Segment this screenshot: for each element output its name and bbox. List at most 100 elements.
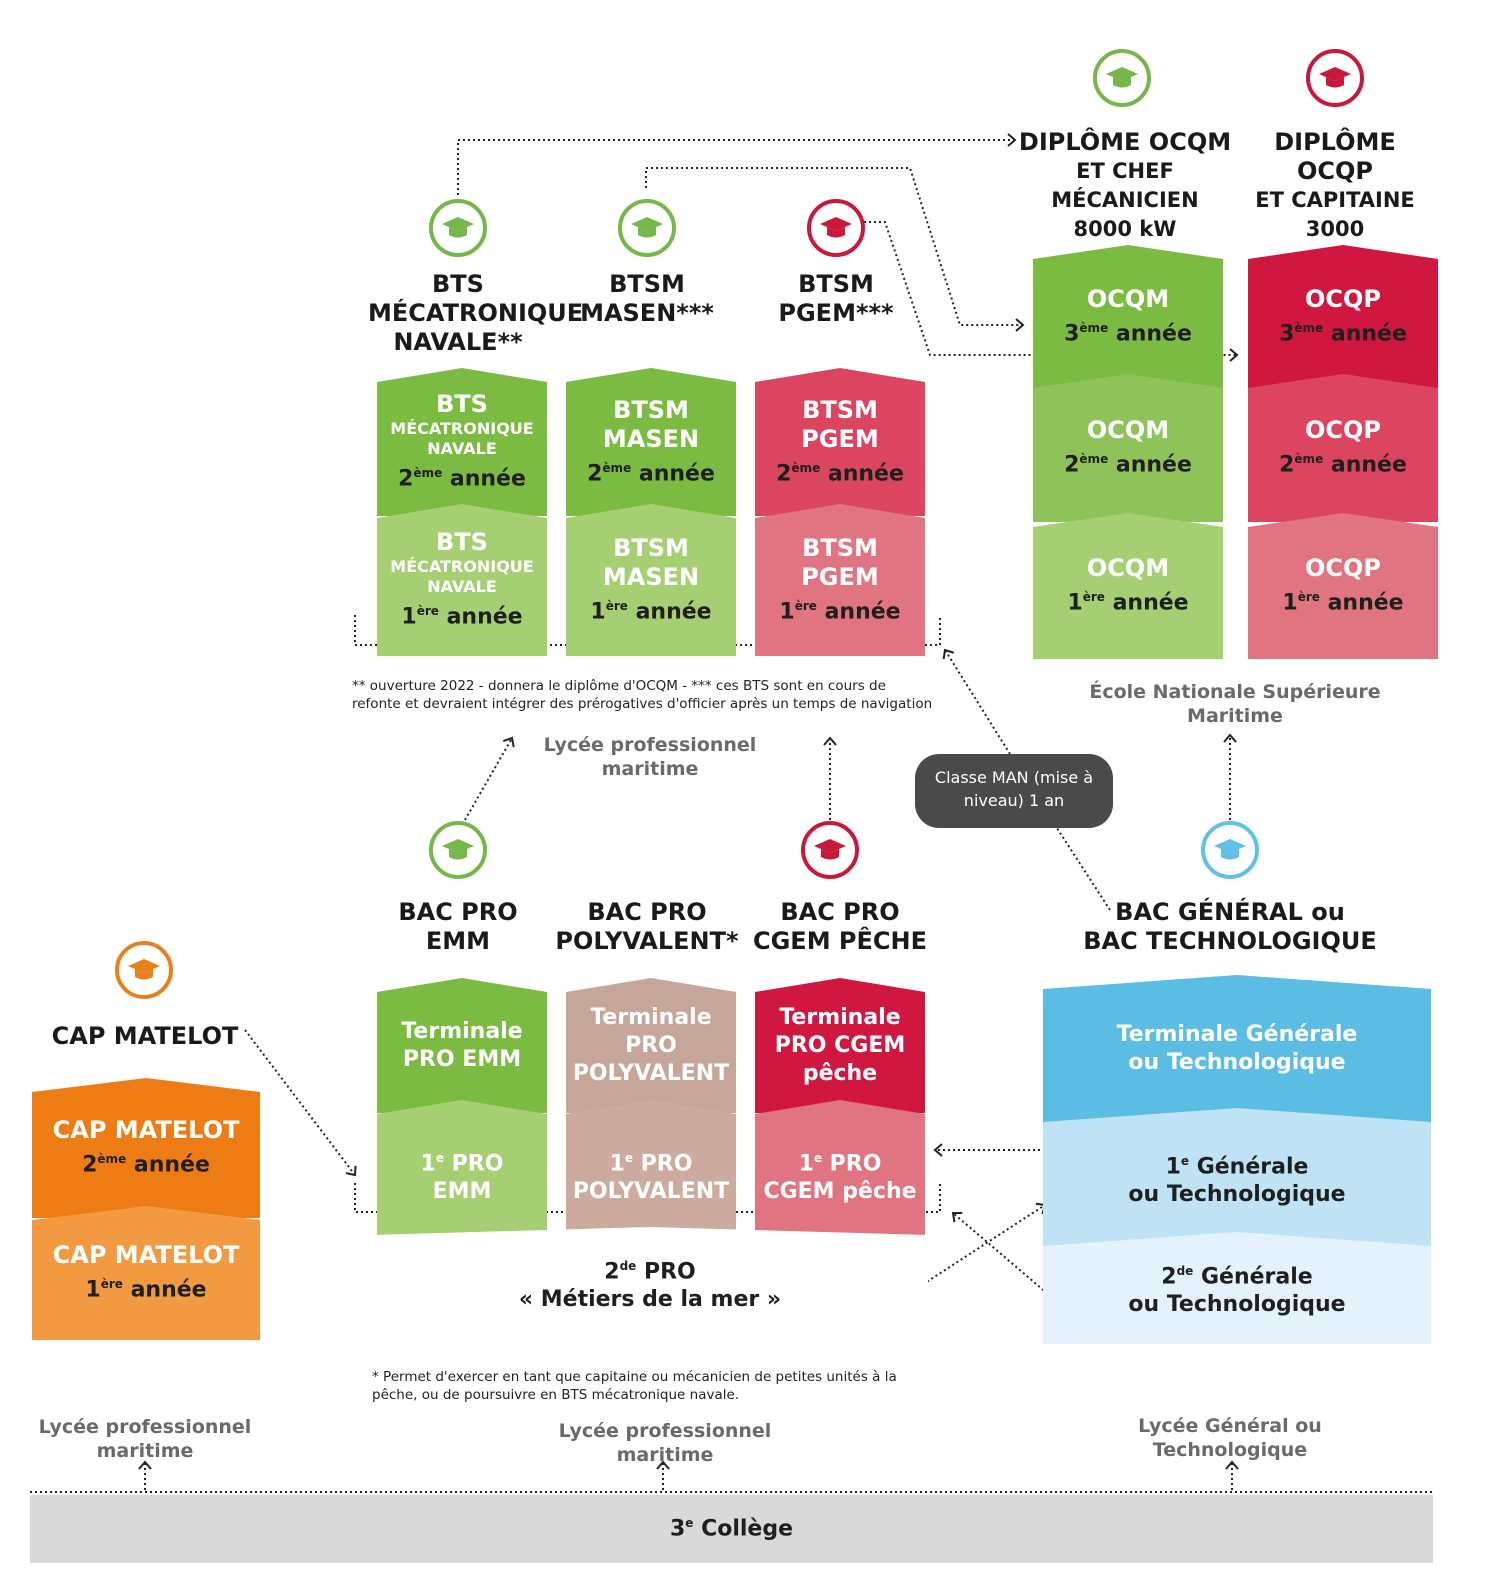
terminale-pro-emm: Terminale PRO EMM (377, 978, 547, 1113)
classe-man-line1: Classe MAN (mise à (934, 768, 1094, 787)
year-word: année (1112, 590, 1189, 616)
year-number: 2 (82, 1152, 98, 1178)
diploma-ocqm-sub2: 8000 kW (1073, 217, 1177, 241)
block-label: Terminale (401, 1018, 523, 1044)
block-label: Générale (1193, 1264, 1313, 1290)
year-number: 1 (590, 599, 606, 625)
diploma-ocqp-sub1: ET CAPITAINE (1255, 188, 1415, 212)
seconde-pro-metiers-mer: 2de PRO « Métiers de la mer » (372, 1227, 928, 1329)
college-number: 3 (669, 1516, 686, 1542)
ocqm-year2: OCQM 2ème année (1033, 374, 1223, 522)
year-word: année (1330, 452, 1407, 478)
year-suffix: ère (100, 1277, 123, 1292)
year-suffix: ème (1079, 452, 1109, 467)
block-label: BTSM (613, 533, 689, 562)
block-label: OCQP (1304, 416, 1381, 445)
diploma-ocqm-title: DIPLÔME OCQM ET CHEF MÉCANICIEN 8000 kW (1005, 128, 1245, 244)
bac-pro-cgem-title: BAC PRO CGEM PÊCHE (740, 898, 940, 956)
block-label: pêche (802, 1060, 878, 1086)
btsm-masen-title-line1: BTSM (609, 270, 685, 298)
block-label: MASEN (602, 562, 700, 591)
cap-matelot-year1: CAP MATELOT 1ère année (32, 1206, 260, 1340)
year-suffix: e (624, 1150, 633, 1165)
bac-pro-footnote-line2: pêche, ou de poursuivre en BTS mécatroni… (372, 1387, 740, 1403)
year-number: 3 (1279, 321, 1295, 347)
diploma-ocqp-name: DIPLÔME OCQP (1274, 128, 1396, 185)
ocqp-year2: OCQP 2ème année (1248, 374, 1438, 522)
btsm-masen-year1: BTSM MASEN 1ère année (566, 504, 736, 656)
year-suffix: ère (416, 604, 439, 619)
block-label: BTS (436, 390, 488, 419)
graduation-cap-icon (617, 198, 677, 258)
lycee-general-line2: Technologique (1152, 1439, 1308, 1461)
premiere-pro-polyvalent: 1e PRO POLYVALENT (566, 1100, 736, 1250)
year-suffix: ème (1294, 321, 1324, 336)
year-number: 2 (776, 461, 792, 487)
graduation-cap-icon (428, 820, 488, 880)
block-label: ou Technologique (1128, 1292, 1346, 1318)
year-number: 3 (1064, 321, 1080, 347)
block-label: PRO (444, 1151, 504, 1177)
bts-meca-title-line1: BTS (432, 270, 484, 298)
block-label: « Métiers de la mer » (518, 1287, 782, 1313)
bts-meca-title-line2: MÉCATRONIQUE (368, 299, 584, 327)
year-suffix: ème (602, 460, 632, 475)
btsm-masen-year2: BTSM MASEN 2ème année (566, 368, 736, 516)
year-word: année (130, 1277, 207, 1303)
college-suffix: e (685, 1516, 694, 1531)
college-label: 3e Collège (670, 1516, 793, 1541)
year-number: 1 (1067, 590, 1083, 616)
lycee-pro-left-label: Lycée professionnel maritime (30, 1415, 260, 1463)
graduation-cap-icon (806, 198, 866, 258)
graduation-cap-icon (1200, 820, 1260, 880)
block-label: BTSM (802, 533, 878, 562)
block-label: OCQM (1086, 554, 1170, 583)
btsm-pgem-title: BTSM PGEM*** (746, 270, 926, 328)
diploma-ocqm-sub1: ET CHEF MÉCANICIEN (1051, 159, 1199, 212)
bts-footnote: ** ouverture 2022 - donnera le diplôme d… (352, 677, 952, 713)
year-number: 1 (420, 1151, 436, 1177)
graduation-cap-icon (428, 198, 488, 258)
year-word: année (446, 604, 523, 630)
bac-pro-poly-title: BAC PRO POLYVALENT* (552, 898, 742, 956)
year-word: année (1327, 590, 1404, 616)
year-word: année (1330, 321, 1407, 347)
lycee-pro-bottom-line1: Lycée professionnel (558, 1420, 772, 1442)
bts-meca-year1: BTS MÉCATRONIQUE NAVALE 1ère année (377, 504, 547, 656)
lycee-pro-left-line1: Lycée professionnel (38, 1416, 252, 1438)
graduation-cap-icon (1092, 48, 1152, 108)
block-label: OCQM (1086, 285, 1170, 314)
cap-matelot-year2: CAP MATELOT 2ème année (32, 1078, 260, 1218)
year-suffix: ère (605, 598, 628, 613)
block-label: BTS (436, 528, 488, 557)
block-label: Terminale Générale (1116, 1022, 1358, 1047)
block-label: OCQP (1304, 285, 1381, 314)
block-label: Terminale (590, 1004, 712, 1030)
bac-general-title: BAC GÉNÉRAL ou BAC TECHNOLOGIQUE (1080, 898, 1380, 956)
lycee-pro-left-line2: maritime (96, 1440, 194, 1462)
bac-pro-footnote: * Permet d'exercer en tant que capitaine… (372, 1368, 972, 1404)
bts-meca-year2: BTS MÉCATRONIQUE NAVALE 2ème année (377, 368, 547, 516)
year-word: année (827, 461, 904, 487)
graduation-cap-icon (800, 820, 860, 880)
ensm-label: École Nationale Supérieure Maritime (1085, 680, 1385, 728)
year-number: 1 (798, 1151, 814, 1177)
year-word: année (1115, 452, 1192, 478)
year-number: 1 (1282, 590, 1298, 616)
block-label: PRO CGEM (774, 1032, 906, 1058)
bac-pro-cgem-title-line1: BAC PRO (780, 898, 900, 926)
seconde-generale: 2de Générale ou Technologique (1043, 1232, 1431, 1344)
year-suffix: ème (413, 466, 443, 481)
year-suffix: e (813, 1150, 822, 1165)
block-label: PRO (625, 1032, 677, 1058)
terminale-pro-cgem: Terminale PRO CGEM pêche (755, 978, 925, 1113)
year-word: année (449, 466, 526, 492)
diploma-ocqp-title: DIPLÔME OCQP ET CAPITAINE 3000 (1235, 128, 1435, 244)
block-label: PGEM (801, 562, 879, 591)
bac-pro-footnote-line1: * Permet d'exercer en tant que capitaine… (372, 1369, 897, 1385)
block-label: CAP MATELOT (52, 1116, 240, 1145)
ocqp-year1: OCQP 1ère année (1248, 513, 1438, 659)
year-number: 2 (398, 466, 414, 492)
year-suffix: e (435, 1150, 444, 1165)
graduation-cap-icon (114, 940, 174, 1000)
